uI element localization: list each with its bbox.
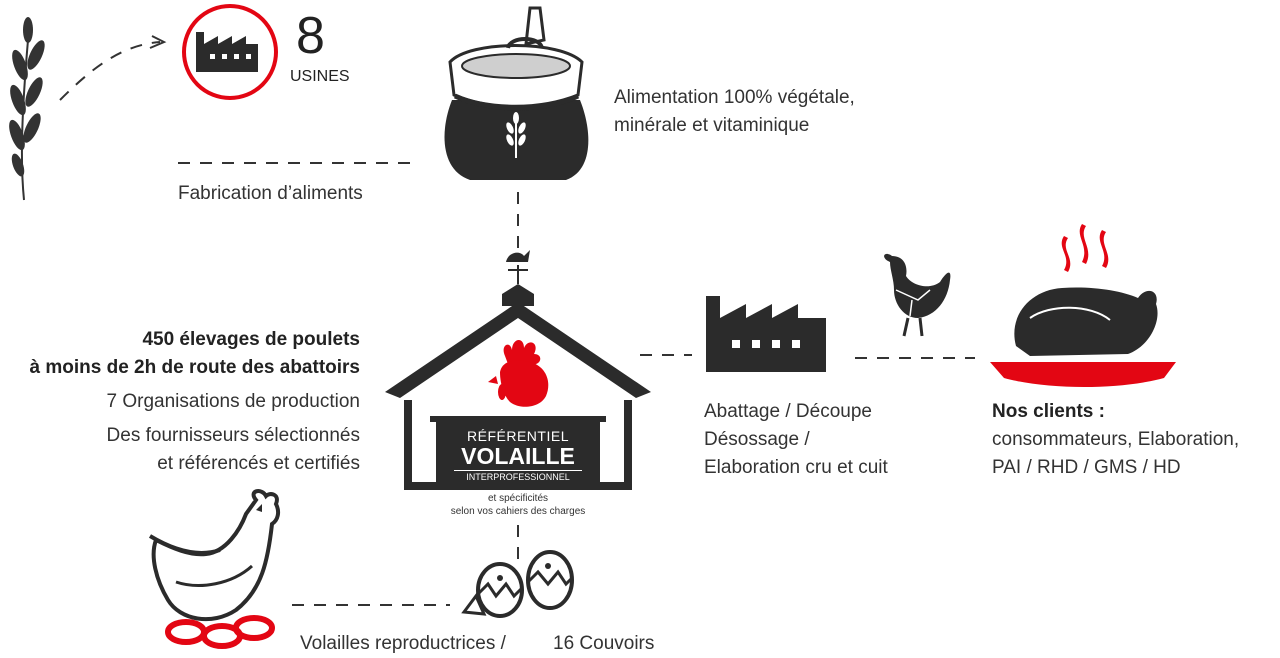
factories-count: 8 (296, 7, 325, 65)
roast-chicken-icon (990, 224, 1176, 387)
slaughter-line: Désossage / (704, 429, 810, 450)
factories-label: USINES (290, 68, 350, 85)
arrow-curve-wheat-to-factory (59, 41, 161, 101)
hen-icon (148, 489, 281, 649)
farms-line: Des fournisseurs sélectionnés (106, 425, 360, 446)
feed-label: Fabrication d’aliments (178, 183, 363, 204)
barn-icon (385, 250, 651, 490)
feed-description-line: minérale et vitaminique (614, 115, 810, 136)
farms-bold-line: à moins de 2h de route des abattoirs (29, 357, 360, 378)
farms-bold-line: 450 élevages de poulets (142, 329, 360, 350)
rooster-logo-icon (488, 339, 549, 407)
referential-note-line: selon vos cahiers des charges (450, 506, 586, 517)
hatching-chicks-icon (461, 550, 574, 618)
farms-description: 450 élevages de poulets à moins de 2h de… (0, 326, 360, 478)
breeding-label-right: 16 Couvoirs (553, 633, 655, 654)
farms-line: et référencés et certifiés (157, 453, 360, 474)
connectors (59, 41, 975, 606)
breeding-label-left: Volailles reproductrices / (300, 633, 506, 654)
weathervane-rooster-icon (506, 250, 530, 262)
referential-note: et spécificités selon vos cahiers des ch… (418, 492, 618, 518)
feed-description: Alimentation 100% végétale, minérale et … (614, 84, 855, 140)
steam-icon (1061, 224, 1109, 272)
referential-note-line: et spécificités (487, 493, 549, 504)
referential-sign: RÉFÉRENTIEL VOLAILLE INTERPROFESSIONNEL (436, 428, 600, 483)
slaughter-line: Abattage / Découpe (704, 401, 872, 422)
clients-line: PAI / RHD / GMS / HD (992, 457, 1181, 478)
clients-line: consommateurs, Elaboration, (992, 429, 1240, 450)
wheat-icon (9, 17, 45, 201)
clients-title: Nos clients : (992, 401, 1105, 422)
referential-line1: RÉFÉRENTIEL (467, 428, 569, 444)
feed-sack-icon (444, 6, 589, 180)
processing-factory-icon (706, 296, 826, 372)
factory-circle-icon (182, 4, 278, 100)
feed-description-line: Alimentation 100% végétale, (614, 87, 855, 108)
slaughter-description: Abattage / Découpe Désossage / Elaborati… (704, 398, 888, 482)
chicken-cuts-icon (884, 253, 951, 337)
referential-line3: INTERPROFESSIONNEL (454, 470, 582, 483)
slaughter-line: Elaboration cru et cuit (704, 457, 888, 478)
referential-line2: VOLAILLE (461, 443, 575, 469)
clients-description: Nos clients : consommateurs, Elaboration… (992, 398, 1239, 482)
arrow-head-icon (149, 35, 167, 49)
farms-line: 7 Organisations de production (106, 391, 361, 412)
